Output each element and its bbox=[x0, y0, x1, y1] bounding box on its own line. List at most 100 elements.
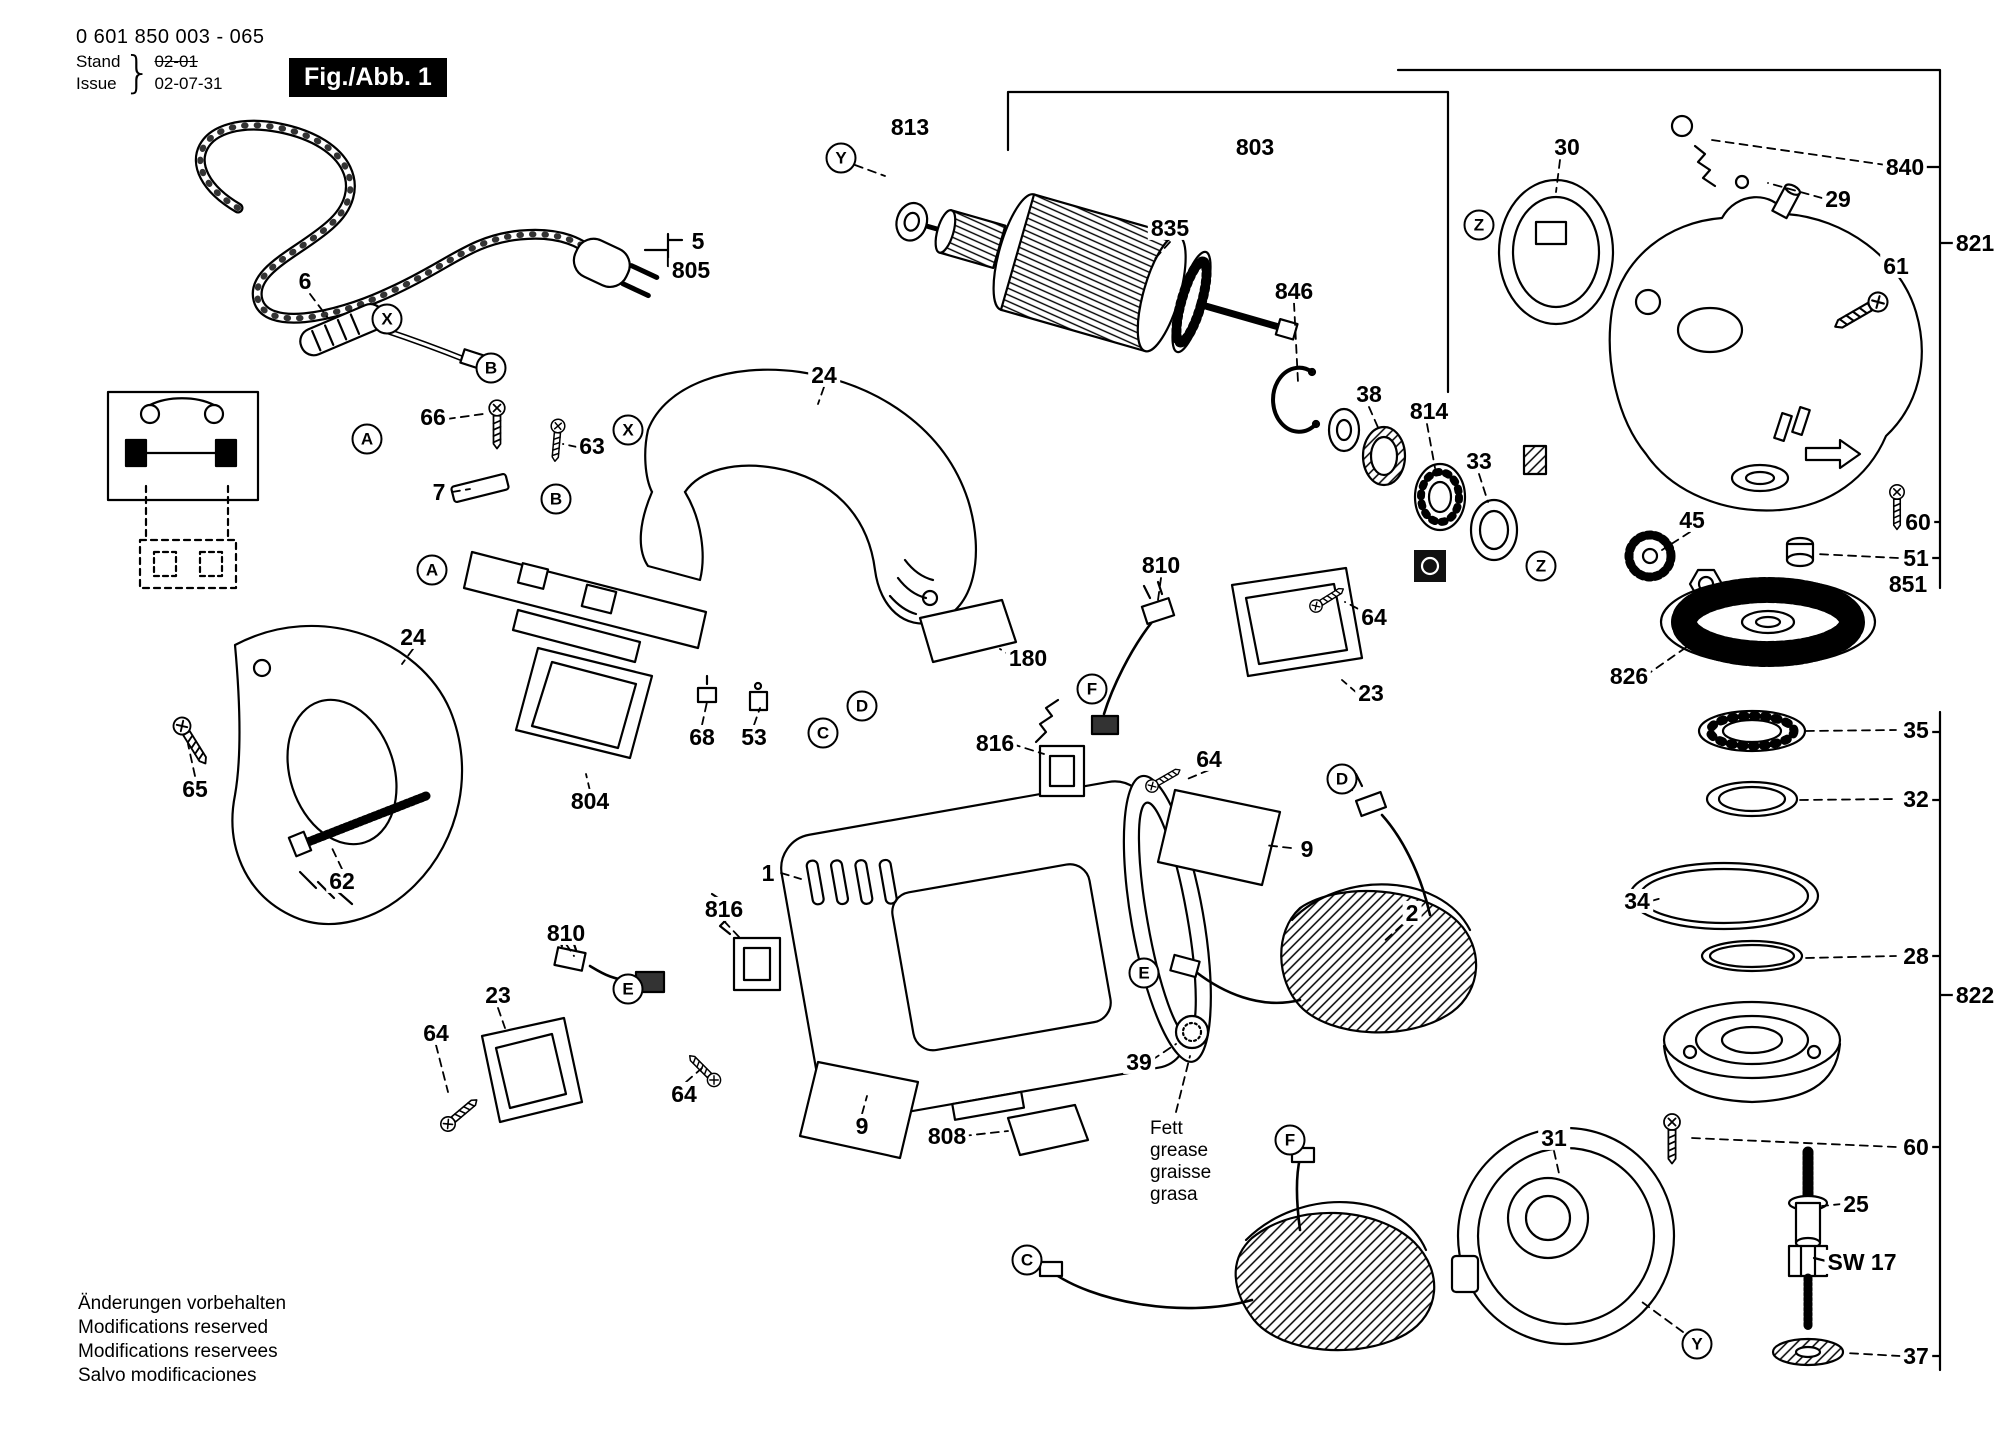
wiring-schematic-drawing bbox=[106, 390, 260, 590]
assembly-point-y-icon: Y bbox=[825, 142, 857, 174]
part-callout-814: 814 bbox=[1406, 399, 1452, 423]
part-callout-51: 51 bbox=[1900, 546, 1932, 570]
part-callout-64: 64 bbox=[668, 1082, 700, 1106]
part-callout-62: 62 bbox=[326, 869, 358, 893]
rear-handle-drawing bbox=[169, 624, 464, 926]
part-callout-821: 821 bbox=[1952, 231, 1998, 255]
part-callout-53: 53 bbox=[738, 725, 770, 749]
part-callout-33: 33 bbox=[1463, 449, 1495, 473]
modifications-note-line: Modifications reservees bbox=[78, 1341, 278, 1362]
part-callout-28: 28 bbox=[1900, 944, 1932, 968]
part-callout-66: 66 bbox=[417, 405, 449, 429]
part-callout-sw-17: SW 17 bbox=[1824, 1250, 1900, 1274]
revision-brace: } bbox=[123, 47, 152, 99]
part-callout-816: 816 bbox=[701, 897, 747, 921]
part-callout-1: 1 bbox=[758, 861, 778, 885]
part-callout-31: 31 bbox=[1538, 1126, 1570, 1150]
power-plug-drawing bbox=[572, 237, 660, 299]
spindle-drawing bbox=[1787, 1146, 1829, 1331]
part-callout-5: 5 bbox=[688, 229, 708, 253]
part-callout-64: 64 bbox=[1358, 605, 1390, 629]
part-callout-6: 6 bbox=[295, 269, 315, 293]
part-callout-68: 68 bbox=[686, 725, 718, 749]
brush-cover-drawing bbox=[437, 566, 1364, 1135]
assembly-point-c-icon: C bbox=[1011, 1244, 1043, 1276]
assembly-point-x-icon: X bbox=[371, 303, 403, 335]
part-callout-29: 29 bbox=[1822, 187, 1854, 211]
part-callout-30: 30 bbox=[1551, 135, 1583, 159]
part-callout-60: 60 bbox=[1900, 1135, 1932, 1159]
inspection-cover-drawing bbox=[1497, 178, 1615, 326]
part-callout-64: 64 bbox=[420, 1021, 452, 1045]
part-callout-61: 61 bbox=[1880, 254, 1912, 278]
grease-note-line: graisse bbox=[1150, 1162, 1212, 1183]
document-part-number: 0 601 850 003 - 065 bbox=[76, 26, 265, 48]
assembly-point-z-icon: Z bbox=[1525, 550, 1557, 582]
part-callout-9: 9 bbox=[1297, 837, 1317, 861]
motor-housing-drawing bbox=[780, 774, 1212, 1122]
part-callout-60: 60 bbox=[1902, 510, 1934, 534]
issue-label: Issue bbox=[76, 74, 117, 93]
assembly-point-b-icon: B bbox=[540, 483, 572, 515]
field-coil-lower-drawing bbox=[1038, 1146, 1436, 1352]
part-callout-38: 38 bbox=[1353, 382, 1385, 406]
part-callout-64: 64 bbox=[1193, 747, 1225, 771]
part-callout-816: 816 bbox=[972, 731, 1018, 755]
part-callout-32: 32 bbox=[1900, 787, 1932, 811]
grease-note-line: grasa bbox=[1150, 1184, 1198, 1205]
assembly-point-a-icon: A bbox=[351, 423, 383, 455]
assembly-point-f-icon: F bbox=[1274, 1124, 1306, 1156]
brush-holder-top-drawing bbox=[1034, 580, 1184, 798]
part-callout-7: 7 bbox=[429, 480, 449, 504]
assembly-point-x-icon: X bbox=[612, 414, 644, 446]
stand-old-value: 02-01 bbox=[154, 52, 198, 71]
handle-bolt-drawing bbox=[287, 791, 431, 858]
part-callout-24: 24 bbox=[808, 363, 840, 387]
part-callout-835: 835 bbox=[1147, 216, 1193, 240]
wheel-guard-drawing bbox=[1450, 1126, 1676, 1346]
grinding-wheel-drawing bbox=[1659, 577, 1877, 667]
part-callout-810: 810 bbox=[1138, 553, 1184, 577]
figure-label: Fig./Abb. 1 bbox=[289, 58, 447, 97]
part-callout-840: 840 bbox=[1882, 155, 1928, 179]
assembly-point-f-icon: F bbox=[1076, 673, 1108, 705]
assembly-point-a-icon: A bbox=[416, 554, 448, 586]
part-callout-34: 34 bbox=[1621, 889, 1653, 913]
spindle-parts-stack-drawing bbox=[1628, 709, 1845, 1367]
modifications-note-line: Salvo modificaciones bbox=[78, 1365, 257, 1386]
cord-grip-drawing bbox=[299, 303, 385, 357]
part-callout-808: 808 bbox=[924, 1124, 970, 1148]
part-callout-65: 65 bbox=[179, 777, 211, 801]
part-callout-24: 24 bbox=[397, 625, 429, 649]
revision-block: Stand Issue } 02-01 02-07-31 bbox=[76, 47, 223, 99]
part-callout-35: 35 bbox=[1900, 718, 1932, 742]
bearing-rings-drawing bbox=[1271, 365, 1548, 582]
part-callout-23: 23 bbox=[1355, 681, 1387, 705]
part-callout-180: 180 bbox=[1005, 646, 1051, 670]
part-callout-803: 803 bbox=[1232, 135, 1278, 159]
modifications-note-line: Modifications reserved bbox=[78, 1317, 269, 1338]
part-callout-23: 23 bbox=[482, 983, 514, 1007]
part-callout-846: 846 bbox=[1271, 279, 1317, 303]
switch-assembly-drawing bbox=[450, 399, 769, 760]
insulation-plates-drawing bbox=[798, 598, 1282, 1160]
power-cord-drawing bbox=[194, 119, 660, 370]
part-callout-39: 39 bbox=[1123, 1050, 1155, 1074]
part-callout-822: 822 bbox=[1952, 983, 1998, 1007]
gear-housing-drawing bbox=[1608, 114, 1923, 600]
issue-value: 02-07-31 bbox=[154, 74, 223, 93]
part-callout-45: 45 bbox=[1676, 508, 1708, 532]
assembly-point-d-icon: D bbox=[846, 690, 878, 722]
part-callout-37: 37 bbox=[1900, 1344, 1932, 1368]
assembly-point-z-icon: Z bbox=[1463, 209, 1495, 241]
assembly-point-b-icon: B bbox=[475, 352, 507, 384]
field-coil-upper-drawing bbox=[1169, 772, 1478, 1034]
assembly-point-d-icon: D bbox=[1326, 763, 1358, 795]
part-callout-25: 25 bbox=[1840, 1192, 1872, 1216]
part-callout-805: 805 bbox=[668, 258, 714, 282]
grease-note-line: grease bbox=[1150, 1140, 1209, 1161]
grease-note-line: Fett bbox=[1150, 1118, 1183, 1139]
